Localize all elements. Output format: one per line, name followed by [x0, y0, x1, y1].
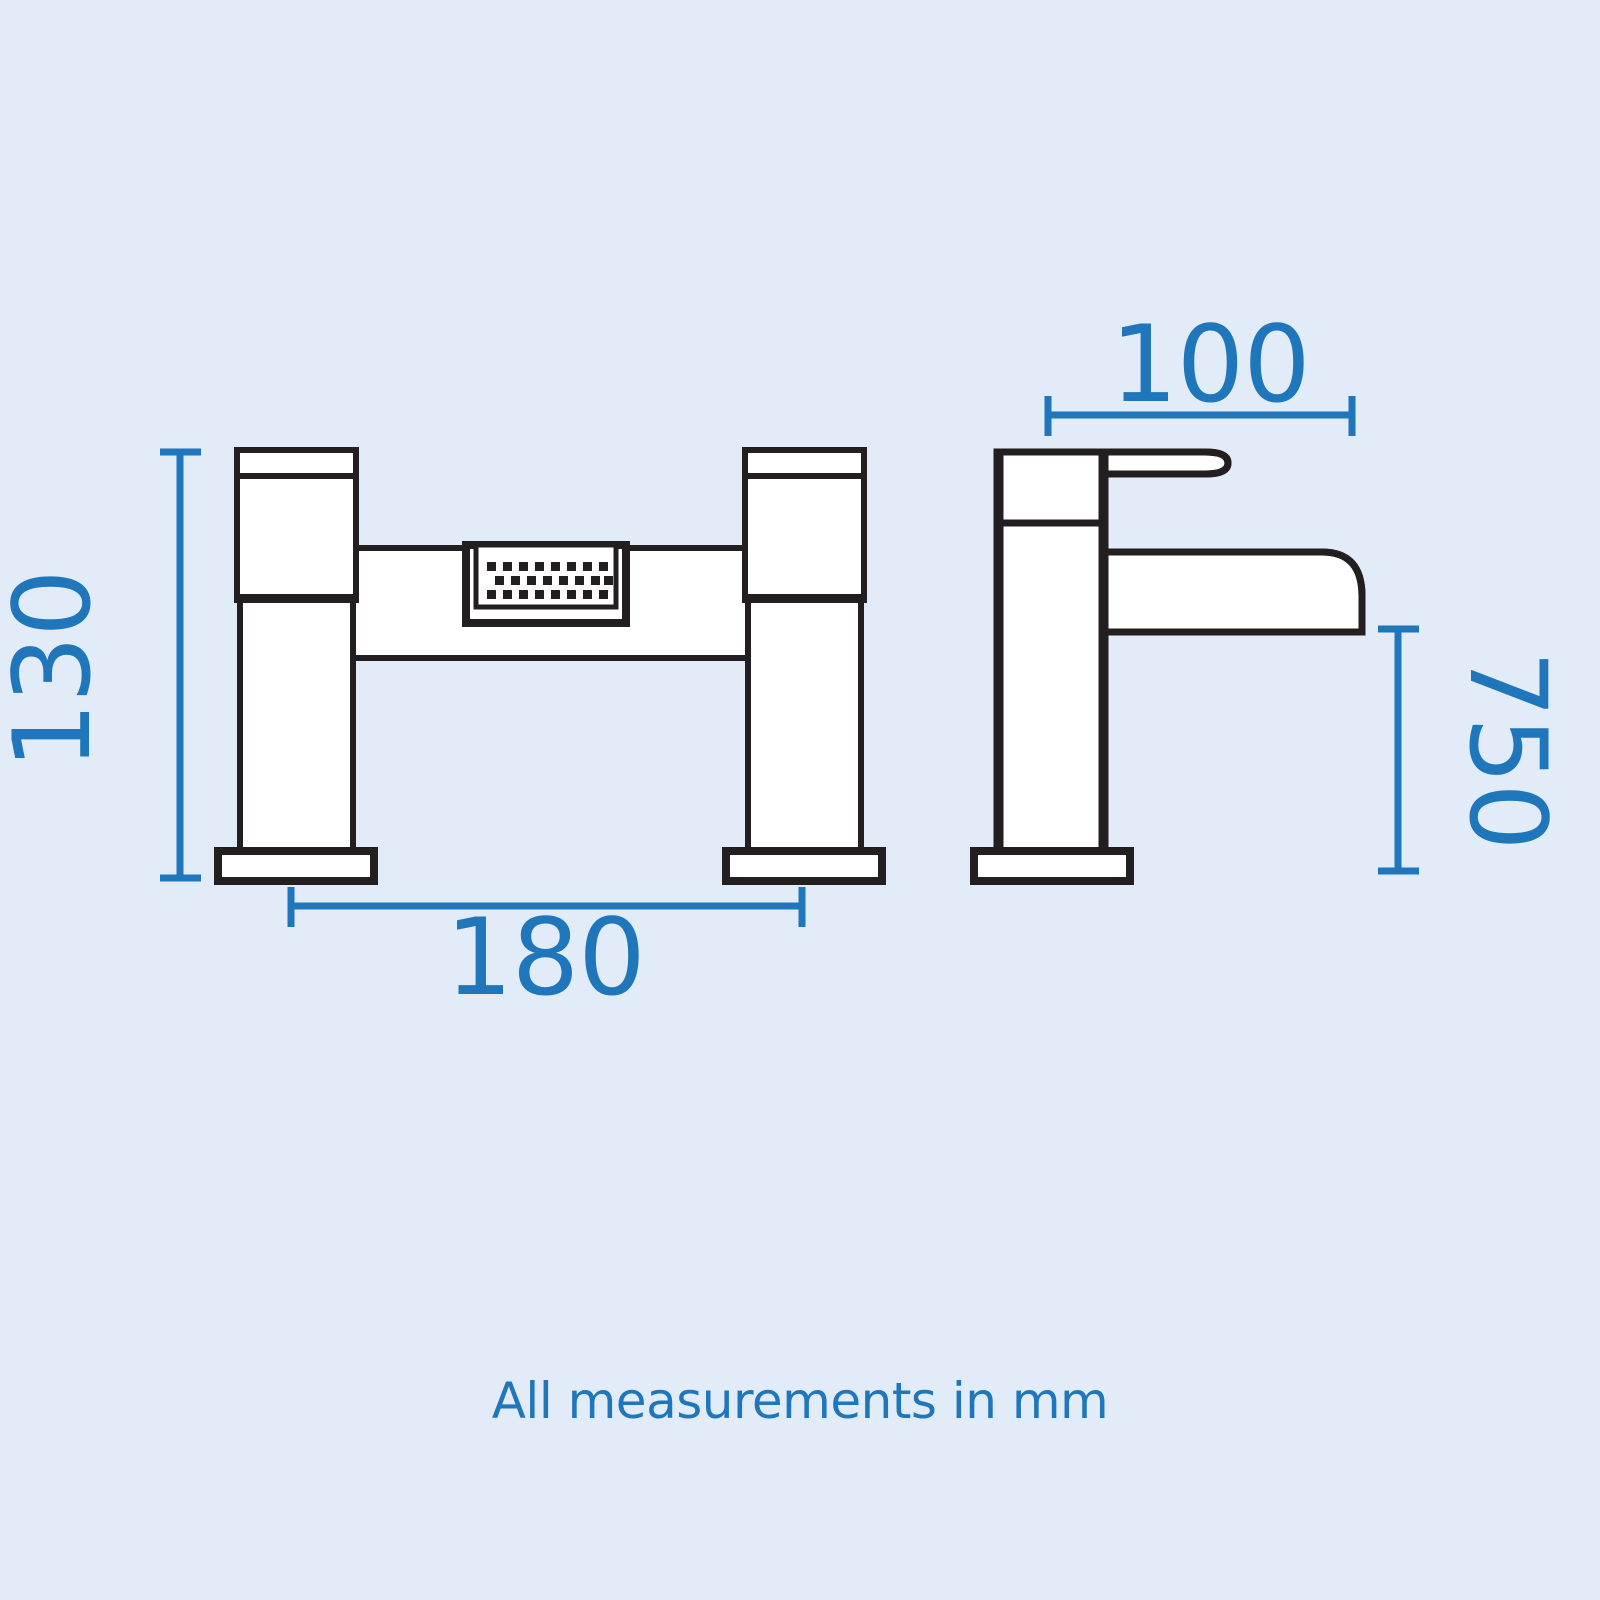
dimension-line-130 — [160, 448, 201, 882]
lever-handle-outline — [1000, 448, 1232, 523]
measurement-units-caption: All measurements in mm — [491, 1372, 1109, 1430]
right-base-plate — [722, 847, 886, 885]
spout-outlet-grille — [462, 541, 630, 627]
dimension-label-130: 130 — [0, 570, 114, 770]
left-base-plate — [214, 847, 378, 885]
dimension-line-750 — [1378, 625, 1419, 875]
dimension-label-100: 100 — [1110, 303, 1310, 426]
body-pillar — [993, 448, 1109, 858]
left-pillar — [234, 447, 359, 857]
front-view — [214, 447, 886, 885]
side-base-plate — [970, 847, 1134, 885]
dimension-label-180: 180 — [445, 896, 645, 1019]
dimension-line-100 — [1044, 396, 1356, 436]
dimension-lines — [160, 396, 1419, 927]
right-pillar — [742, 447, 867, 857]
waterfall-spout-outline — [1102, 548, 1366, 636]
grille-dots — [487, 562, 613, 599]
side-view — [970, 448, 1366, 885]
dimension-line-180 — [287, 887, 806, 927]
dimension-label-750: 750 — [1446, 650, 1569, 850]
